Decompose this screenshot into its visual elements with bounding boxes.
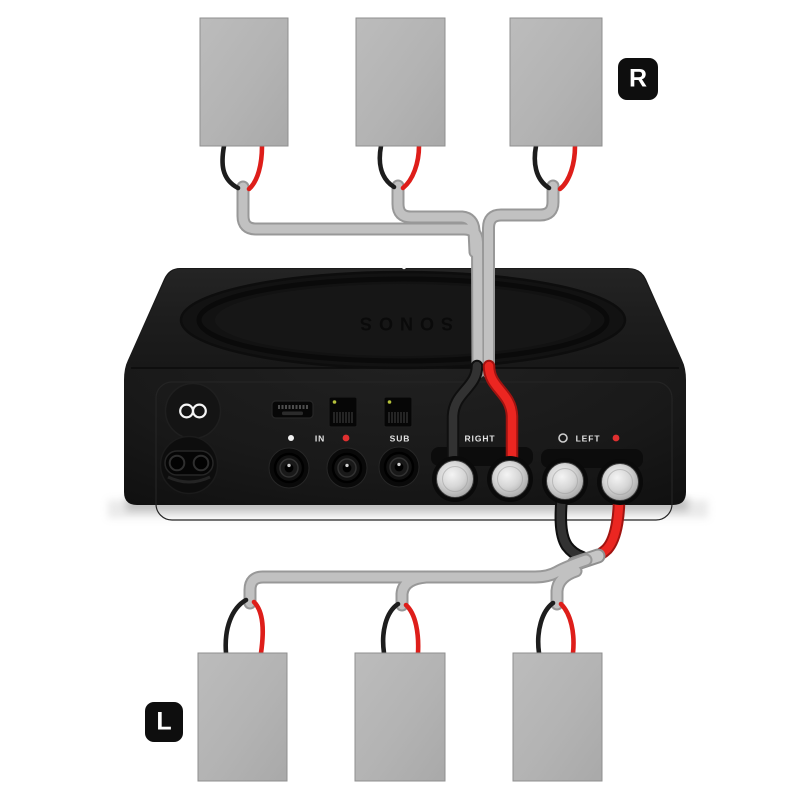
top-speaker-leads <box>220 143 578 192</box>
top-speaker-1-positive-lead <box>246 143 265 192</box>
power-inlet <box>159 435 219 495</box>
power-pin-hole-left <box>168 454 186 472</box>
ethernet-led-icon <box>332 400 337 404</box>
ethernet-port-1 <box>328 396 358 428</box>
bottom-speaker-2-positive-lead <box>403 602 421 656</box>
left-negative-post <box>542 458 588 504</box>
amp-top-groove-ring <box>196 276 610 364</box>
left-positive-post <box>597 459 643 505</box>
top-speaker-1 <box>199 17 289 147</box>
bottom-speaker-row <box>197 652 603 782</box>
top-speaker-row <box>199 17 603 147</box>
in-label: IN <box>315 434 325 444</box>
ethernet-pins <box>333 412 353 423</box>
left-negative-marker <box>558 433 568 443</box>
bottom-speaker-3 <box>512 652 603 782</box>
bottom-speaker-1-negative-lead <box>223 597 249 656</box>
hdmi-port <box>271 400 314 419</box>
right-badge-letter: R <box>629 65 647 93</box>
top-speaker-2-positive-lead <box>400 143 422 191</box>
top-speaker-2 <box>355 17 446 147</box>
bottom-speaker-1-positive-lead <box>251 599 266 656</box>
jack-glint <box>345 463 349 468</box>
ethernet-pins <box>388 412 408 423</box>
amp-top-recess-rim <box>179 270 627 370</box>
left-channel-badge: L <box>145 702 183 742</box>
top-speaker-3 <box>509 17 603 147</box>
join-infinity-icon <box>179 403 207 419</box>
analog-in-white-marker <box>288 435 294 441</box>
bottom-speaker-3-negative-lead <box>535 600 556 656</box>
power-pin-hole-right <box>192 454 210 472</box>
sub-label: SUB <box>390 434 411 444</box>
ethernet-led-icon <box>387 400 392 404</box>
right-channel-badge: R <box>618 58 658 100</box>
left-channel-cables <box>243 553 593 612</box>
bottom-speaker-1 <box>197 652 288 782</box>
bottom-speaker-2-negative-lead <box>380 601 401 656</box>
hdmi-pins <box>278 405 308 409</box>
right-channel-fork <box>446 359 519 467</box>
bottom-speaker-leads <box>223 597 576 656</box>
rear-panel-ridge <box>155 381 673 521</box>
left-label: LEFT <box>576 434 601 444</box>
status-led-icon <box>401 264 407 270</box>
binding-posts <box>432 456 643 505</box>
analog-in-left-jack <box>268 447 310 489</box>
top-speaker-2-negative-lead <box>377 143 397 190</box>
amp-top-inner-disc <box>215 284 591 356</box>
power-inlet-lip <box>167 475 211 484</box>
sub-out-jack <box>378 446 420 488</box>
analog-in-red-marker <box>342 434 350 442</box>
jack-glint <box>287 463 291 468</box>
join-button <box>164 382 222 440</box>
ethernet-port-2 <box>383 396 413 428</box>
jack-glint <box>397 462 401 467</box>
sonos-logo: SONOS <box>353 313 453 333</box>
left-positive-marker <box>612 434 620 442</box>
right-negative-post <box>432 456 478 502</box>
left-badge-letter: L <box>156 708 171 736</box>
sonos-amp: SONOS <box>124 264 686 521</box>
bottom-speaker-2 <box>354 652 446 782</box>
bottom-speaker-3-positive-lead <box>558 601 576 656</box>
top-speaker-1-negative-lead <box>220 143 241 191</box>
right-positive-post <box>487 456 533 502</box>
hdmi-tab <box>282 411 303 416</box>
analog-in-right-jack <box>326 447 368 489</box>
right-channel-cables <box>236 179 560 379</box>
right-label: RIGHT <box>465 434 496 444</box>
top-speaker-3-positive-lead <box>557 143 578 192</box>
top-speaker-3-negative-lead <box>532 143 552 191</box>
